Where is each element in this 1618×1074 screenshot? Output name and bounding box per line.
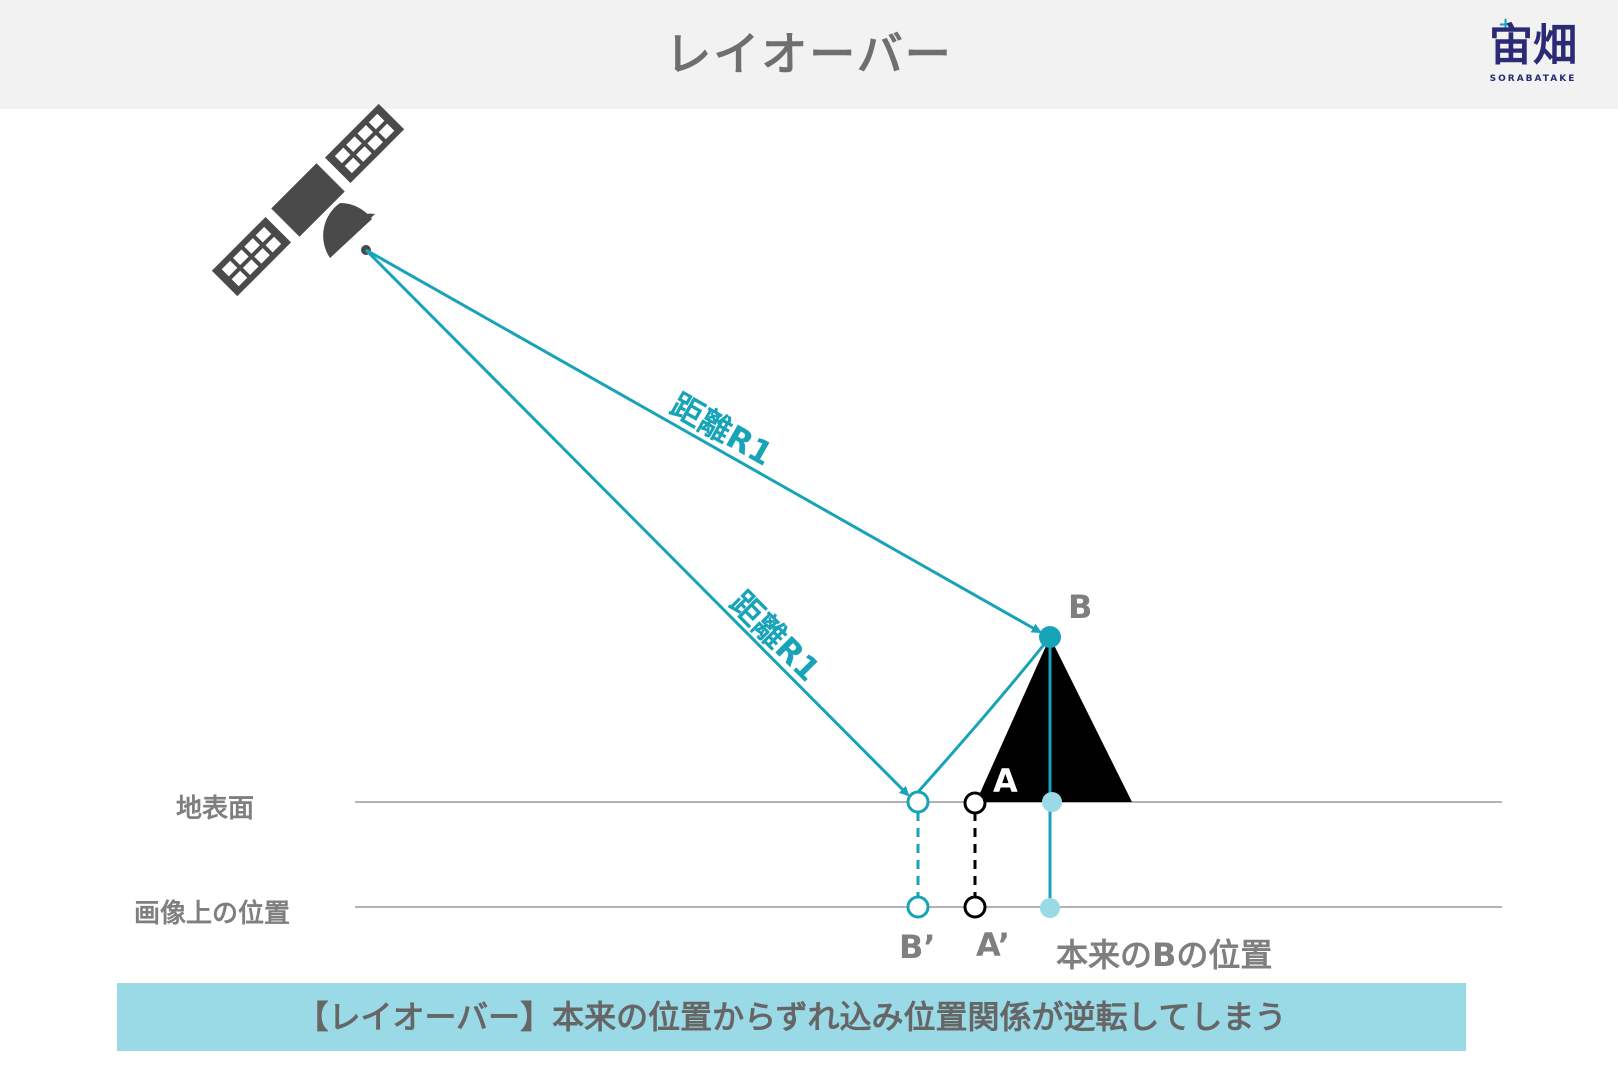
point-b-prime-label: B’ xyxy=(899,928,936,966)
point-a-label: A xyxy=(993,762,1018,800)
range-ray-to-b-prime xyxy=(364,248,910,797)
point-a-prime-label: A’ xyxy=(976,926,1010,964)
true-b-image-marker xyxy=(1040,898,1060,918)
b-prime-image-marker xyxy=(906,895,930,919)
sorabatake-logo: + 宙畑 SORABATAKE xyxy=(1478,14,1588,92)
point-b-marker xyxy=(1039,626,1061,648)
sparkle-icon: + xyxy=(1498,14,1514,35)
image-position-label: 画像上の位置 xyxy=(134,899,291,929)
a-ground-marker xyxy=(963,791,987,815)
caption-banner: 【レイオーバー】本来の位置からずれ込み位置関係が逆転してしまう xyxy=(117,983,1466,1051)
range-ray-to-b xyxy=(365,248,1042,634)
satellite-icon xyxy=(211,103,405,297)
range-label-lower: 距離R1 xyxy=(722,584,827,689)
true-b-position-label: 本来のBの位置 xyxy=(1056,936,1273,974)
mountain-shape xyxy=(976,637,1132,802)
header-bar: レイオーバー + 宙畑 SORABATAKE xyxy=(0,0,1618,109)
logo-subtext: SORABATAKE xyxy=(1489,74,1577,84)
projection-arc xyxy=(916,636,1052,793)
logo-text: 宙畑 xyxy=(1489,20,1577,71)
a-prime-image-marker xyxy=(963,895,987,919)
page-title: レイオーバー xyxy=(665,27,953,81)
point-b-label: B xyxy=(1068,588,1093,626)
b-prime-ground-marker xyxy=(906,790,930,814)
ground-surface-label: 地表面 xyxy=(176,794,255,824)
true-b-ground-marker xyxy=(1042,792,1062,812)
caption-text: 【レイオーバー】本来の位置からずれ込み位置関係が逆転してしまう xyxy=(296,998,1287,1036)
